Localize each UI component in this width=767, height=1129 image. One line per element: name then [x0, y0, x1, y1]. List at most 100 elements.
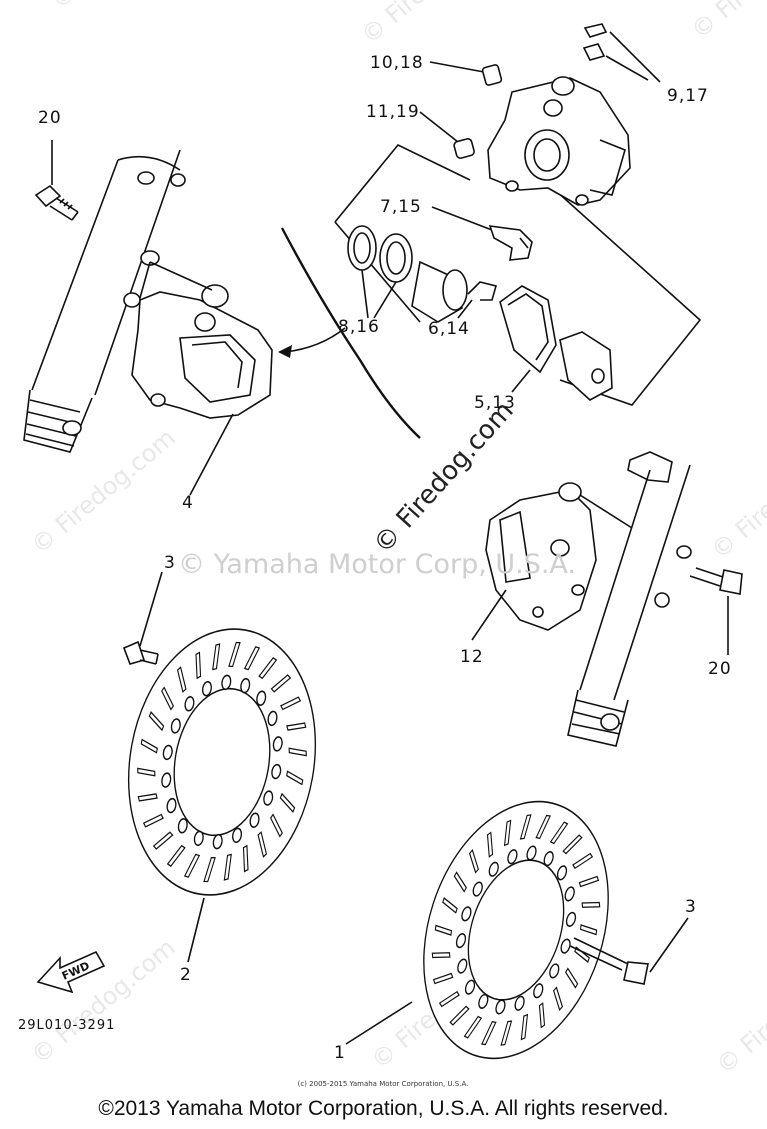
disc-1-bolt-hole — [564, 886, 575, 902]
faint-watermark-top-right: © Firedog.com — [686, 0, 767, 45]
faint-watermark-mid-left: © Firedog.com — [26, 423, 181, 559]
disc-1-bolt-hole — [478, 993, 489, 1009]
disc-2-vent-slot — [195, 651, 202, 680]
disc-1-bolt-hole — [461, 906, 472, 922]
callout-1: 1 — [334, 1043, 346, 1063]
disc-2-bolt-hole — [161, 772, 172, 788]
disc-2-vent-slot — [166, 844, 186, 867]
disc-1-vent-slot — [553, 986, 564, 1011]
piston — [411, 260, 468, 323]
disc-1-vent-slot — [432, 972, 454, 985]
left-fork-tube — [23, 149, 186, 453]
seals-8-16 — [347, 225, 413, 319]
callout-7-15: 7,15 — [380, 197, 422, 217]
disc-1-vent-slot — [438, 990, 460, 1008]
explode-arrow — [278, 327, 346, 358]
bolt-3-left — [122, 571, 163, 665]
small-parts-9-17 — [582, 23, 661, 83]
disc-2-bolt-hole — [193, 830, 204, 847]
brake-disc-1 — [423, 800, 609, 1060]
disc-2-vent-slot — [183, 853, 201, 878]
disc-2-vent-slot — [152, 831, 174, 850]
disc-1-vent-slot — [503, 819, 512, 847]
disc-2-vent-slot — [148, 710, 165, 732]
disc-2-vent-slot — [140, 738, 158, 754]
disc-2-bolt-hole — [271, 763, 282, 780]
disc-1-bolt-hole — [495, 999, 506, 1015]
disc-1-vent-slot — [486, 831, 494, 858]
faint-watermark-bottom-right: © Firedog.com — [711, 943, 767, 1079]
disc-1-vent-slot — [549, 821, 569, 845]
disc-1-bolt-hole — [565, 911, 577, 927]
callout-11-19: 11,19 — [366, 102, 420, 122]
disc-2-vent-slot — [288, 747, 307, 757]
disc-2-vent-slot — [228, 641, 241, 668]
disc-1-vent-slot — [434, 924, 453, 936]
disc-1-vent-slot — [578, 875, 600, 888]
disc-2-vent-slot — [203, 856, 216, 883]
disc-2-vent-slot — [258, 657, 278, 680]
disc-2-vent-slot — [279, 792, 296, 814]
disc-2-vent-slot — [270, 674, 292, 693]
faint-watermark-top-left: © Firedog.com — [46, 0, 201, 15]
callout-9-17: 9,17 — [667, 86, 709, 106]
disc-1-bolt-hole — [464, 979, 476, 995]
faint-watermark-mid-right: © Firedog.com — [706, 428, 767, 564]
disc-2-bolt-hole — [263, 790, 274, 806]
callout-4: 4 — [182, 493, 194, 513]
disc-1-vent-slot — [468, 849, 479, 874]
disc-1-vent-slot — [442, 897, 458, 914]
disc-1-vent-slot — [519, 814, 532, 840]
disc-1-leader — [345, 1001, 413, 1045]
disc-2-leader — [187, 897, 205, 963]
callout-12: 12 — [460, 647, 484, 667]
disc-1-bolt-hole — [507, 849, 518, 865]
fwd-arrow: FWD — [36, 950, 106, 994]
callout-5-13: 5,13 — [474, 393, 516, 413]
disc-1-vent-slot — [481, 1021, 497, 1046]
disc-2-bolt-hole — [240, 677, 251, 694]
disc-2-bolt-hole — [212, 833, 223, 850]
callout-20-left: 20 — [38, 108, 62, 128]
disc-2-vent-slot — [137, 767, 156, 777]
disc-1-vent-slot — [562, 834, 583, 855]
disc-2-vent-slot — [242, 844, 249, 873]
disc-1-bolt-hole — [556, 865, 568, 881]
bolt-20-left — [34, 140, 79, 221]
disc-2-bolt-hole — [272, 736, 283, 752]
disc-1-vent-slot — [535, 814, 551, 839]
disc-1-vent-slot — [520, 1013, 529, 1041]
right-fork-tube — [567, 451, 692, 747]
disc-2-bolt-hole — [162, 744, 173, 761]
disc-1-bolt-hole — [455, 933, 467, 949]
cap-11-19 — [419, 111, 475, 159]
faint-watermark-top-center: © Firedog.com — [356, 0, 511, 50]
callout-2: 2 — [180, 965, 192, 985]
disc-1-vent-slot — [453, 871, 467, 893]
disc-2-vent-slot — [161, 686, 175, 711]
disc-1-bolt-hole — [533, 983, 544, 999]
disc-2-vent-slot — [280, 696, 302, 711]
small-credit-line: (c) 2005-2015 Yamaha Motor Corporation, … — [298, 1080, 469, 1088]
bleed-screw-10-18 — [429, 61, 503, 86]
disc-2-bolt-hole — [177, 818, 188, 834]
disc-1-vent-slot — [538, 1002, 546, 1029]
disc-1-bolt-hole — [549, 963, 560, 979]
caliper-upper-body — [487, 76, 631, 206]
brake-pads-5-13 — [499, 285, 613, 401]
disc-2-bolt-hole — [231, 827, 243, 844]
pad-clip-6-14 — [457, 281, 497, 319]
disc-2-vent-slot — [269, 813, 283, 838]
disc-1-vent-slot — [431, 952, 451, 959]
callout-20-right: 20 — [708, 659, 732, 679]
faint-watermark-bottom-left: © Firedog.com — [26, 933, 181, 1069]
clip-7-15 — [431, 206, 533, 261]
corp-watermark: © Yamaha Motor Corp, U.S.A. — [178, 549, 576, 580]
disc-2-bolt-hole — [249, 812, 260, 828]
disc-2-vent-slot — [243, 646, 261, 671]
bracket-curve — [280, 227, 421, 439]
diagram-code: 29L010-3291 — [18, 1018, 115, 1033]
disc-1-bolt-hole — [457, 958, 468, 974]
disc-2-vent-slot — [257, 831, 268, 858]
